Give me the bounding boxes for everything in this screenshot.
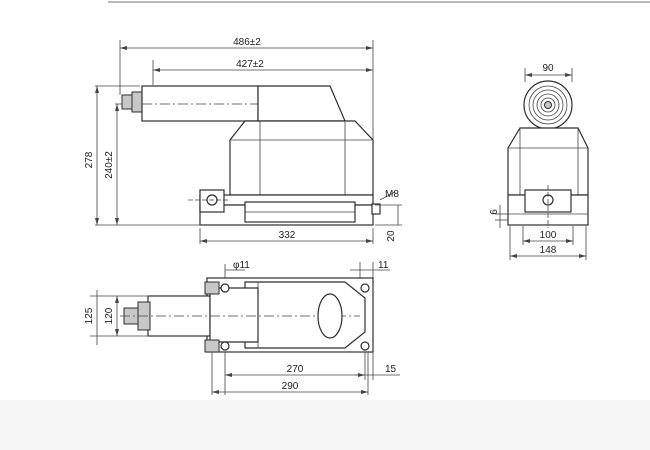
dim-90-label: 90 <box>542 63 554 74</box>
dim-20-label: 20 <box>386 230 397 242</box>
plan-housing <box>244 281 366 349</box>
front-view: 486±2 427±2 M8 <box>84 37 402 244</box>
dim-278-label: 278 <box>84 151 95 168</box>
plan-hole-3 <box>360 283 370 293</box>
plan-hole-1 <box>220 283 230 293</box>
dim-6-label: 6 <box>489 209 500 215</box>
plan-hole-4 <box>360 341 370 351</box>
dim-240-label: 240±2 <box>104 151 115 179</box>
plan-view: φ11 11 125 120 <box>84 260 400 395</box>
dim-427-label: 427±2 <box>236 59 264 70</box>
dim-270-label: 270 <box>287 364 304 375</box>
dim-290-label: 290 <box>282 381 299 392</box>
dim-148-label: 148 <box>540 245 557 256</box>
bottom-strip <box>0 400 650 450</box>
dim-125-label: 125 <box>84 307 95 324</box>
dim-100-label: 100 <box>540 230 557 241</box>
hole-dia-label: φ11 <box>233 260 250 271</box>
side-view: 90 6 100 148 <box>489 63 589 260</box>
housing-upper <box>229 120 374 196</box>
ground-bolt <box>371 203 381 215</box>
bushing-body <box>141 85 259 122</box>
plan-hole-2 <box>220 341 230 351</box>
plan-oval <box>317 293 343 339</box>
dim-486-label: 486±2 <box>233 37 261 48</box>
terminal-nut <box>121 94 133 110</box>
edge-11-label: 11 <box>378 260 389 271</box>
dim-15-label: 15 <box>385 364 397 375</box>
bushing-shoulder <box>257 85 346 122</box>
dim-120-label: 120 <box>104 307 115 324</box>
dim-332-label: 332 <box>279 230 296 241</box>
terminal-washer <box>131 91 143 113</box>
m8-label: M8 <box>385 189 399 200</box>
